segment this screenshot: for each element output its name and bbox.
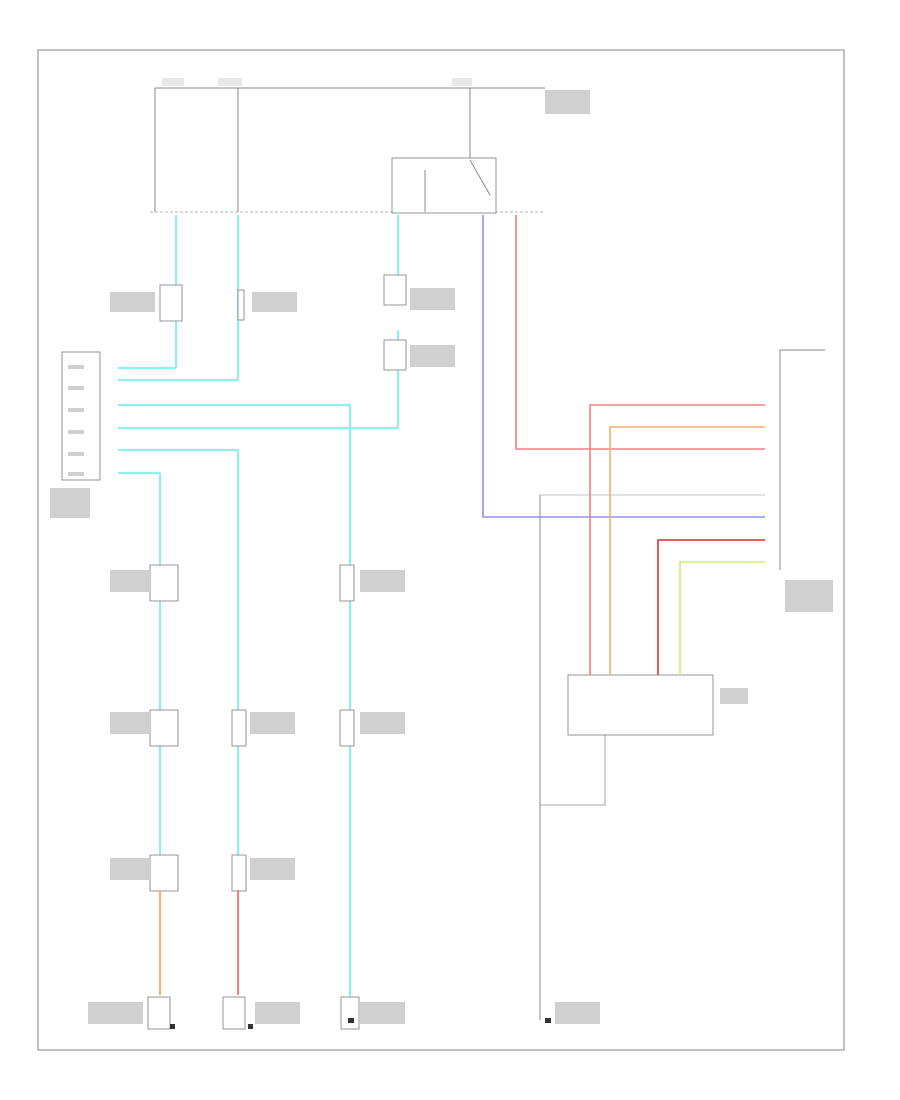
relay-switch: [469, 159, 491, 196]
switch-components: [149, 274, 407, 892]
lower-right-module: [567, 674, 714, 736]
bottom-switches: [147, 996, 551, 1030]
pink-wire: [589, 404, 765, 675]
orange-wire-right: [609, 426, 765, 675]
instrument-connector: [61, 351, 101, 481]
connector-pins: [68, 365, 84, 476]
right-module-bracket: [779, 349, 825, 570]
blue-wire: [482, 215, 765, 518]
fuse-label-box-1: [162, 78, 184, 86]
fuse-label-box-2: [218, 78, 242, 86]
fuse-label-box-3: [452, 78, 472, 86]
label-blocks: [50, 90, 833, 1024]
relay-block: [391, 157, 497, 214]
brown-wire: [657, 539, 765, 675]
red-wire: [515, 215, 765, 450]
ground-branch: [540, 735, 606, 806]
green-wire: [679, 561, 765, 675]
diagram-frame: [37, 49, 845, 1051]
